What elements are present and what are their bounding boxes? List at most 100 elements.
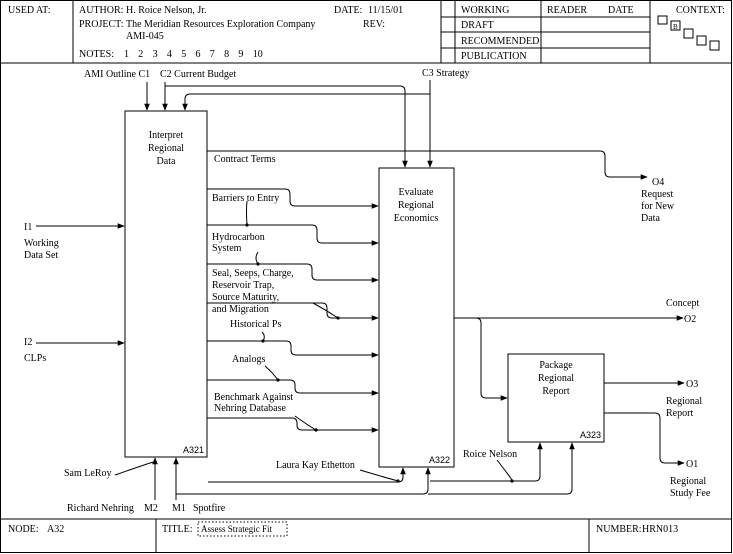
note-number: 3 [153, 49, 158, 60]
mechanism-m2-name: Richard Nehring [67, 503, 134, 514]
mechanism-sam-leroy[interactable]: Sam LeRoy [64, 461, 156, 479]
output-o1-code: O1 [686, 459, 698, 470]
note-number: 9 [238, 49, 243, 60]
box-package-line-1: Package [539, 360, 573, 371]
arrow-seal-seeps[interactable]: Seal, Seeps, Charge, Reservoir Trap, Sou… [207, 263, 379, 315]
arrow-benchmark-line-2: Nehring Database [214, 403, 286, 414]
title-value: Assess Strategic Fit [201, 524, 272, 534]
input-i2[interactable]: I2 CLPs [24, 337, 125, 364]
box-interpret-line-2: Regional [148, 143, 184, 154]
output-o1[interactable]: O1 Regional Study Fee [604, 412, 711, 499]
number-label: NUMBER: [596, 524, 642, 535]
status-working: WORKING [461, 5, 509, 16]
header: USED AT: AUTHOR: H. Roice Nelson, Jr. DA… [0, 0, 732, 64]
output-o3-line-2: Report [666, 408, 693, 419]
rev-label: REV: [363, 19, 385, 30]
box-package-line-2: Regional [538, 373, 574, 384]
output-o3-line-1: Regional [666, 396, 702, 407]
note-number: 5 [181, 49, 186, 60]
input-i1-code: I1 [24, 222, 32, 233]
note-number: 4 [167, 49, 172, 60]
used-at-label: USED AT: [8, 5, 51, 16]
output-o4-code: O4 [652, 177, 664, 188]
arrow-contract-label: Contract Terms [214, 154, 276, 165]
output-o4[interactable]: O4 Request for New Data [641, 177, 675, 224]
control-c1-label: AMI Outline C1 [84, 69, 150, 80]
note-number: 10 [253, 49, 263, 60]
date-value: 11/15/01 [368, 5, 403, 16]
arrow-historical-ps[interactable]: Historical Ps [207, 302, 379, 330]
output-o1-line-1: Regional [670, 476, 706, 487]
notes-label: NOTES: [79, 49, 114, 60]
context-mark: B [673, 23, 678, 31]
arrow-contract-terms[interactable]: Contract Terms [207, 150, 648, 180]
control-c1[interactable]: AMI Outline C1 [84, 69, 150, 111]
mechanism-roice-label: Roice Nelson [463, 449, 517, 460]
arrow-barriers-label: Barriers to Entry [212, 193, 279, 204]
node-label: NODE: [8, 524, 39, 535]
status-publication: PUBLICATION [461, 51, 527, 62]
control-c2[interactable]: C2 Current Budget [160, 69, 408, 168]
reader-date-label: DATE [608, 5, 634, 16]
note-number: 6 [196, 49, 201, 60]
box-package[interactable]: Package Regional Report A323 [507, 353, 605, 443]
arrow-historical-label: Historical Ps [230, 319, 281, 330]
note-number: 8 [224, 49, 229, 60]
output-o2-code: O2 [684, 314, 696, 325]
output-o3[interactable]: O3 Regional Report [604, 379, 702, 419]
author-name: H. Roice Nelson, Jr. [126, 5, 207, 16]
box-interpret-id: A321 [183, 445, 204, 455]
output-o2[interactable]: Concept O2 [454, 298, 700, 401]
title-label: TITLE: [162, 524, 193, 535]
output-o4-line-1: Request [641, 189, 673, 200]
project-name: The Meridian Resources Exploration Compa… [126, 19, 315, 30]
mechanism-m2-code: M2 [144, 503, 158, 514]
input-i1[interactable]: I1 Working Data Set [24, 222, 125, 261]
number-value: HRN013 [642, 524, 678, 535]
output-o1-line-2: Study Fee [670, 488, 711, 499]
mechanism-laura-ethetton[interactable]: Laura Kay Ethetton [208, 460, 406, 483]
arrow-barriers-to-entry[interactable]: Barriers to Entry [207, 188, 379, 227]
box-evaluate-id: A322 [429, 455, 450, 465]
box-evaluate[interactable]: Evaluate Regional Economics A322 [378, 167, 455, 468]
project-label: PROJECT: [79, 19, 124, 30]
box-package-id: A323 [580, 430, 601, 440]
input-i1-line-1: Working [24, 238, 59, 249]
input-i2-code: I2 [24, 337, 32, 348]
box-interpret-line-1: Interpret [149, 130, 184, 141]
arrow-benchmark-2[interactable] [207, 415, 379, 433]
input-i1-line-2: Data Set [24, 250, 58, 261]
node-value: A32 [47, 524, 64, 535]
arrow-analogs-label: Analogs [232, 354, 265, 365]
arrow-hydro-line-1: Hydrocarbon [212, 232, 265, 243]
control-c3[interactable]: C3 Strategy [182, 68, 470, 168]
reader-label: READER [547, 5, 587, 16]
note-number: 7 [210, 49, 215, 60]
box-evaluate-line-3: Economics [394, 213, 439, 224]
arrow-seal-line-3: Source Maturity, [212, 292, 279, 303]
control-c3-label: C3 Strategy [422, 68, 470, 79]
output-o4-line-3: Data [641, 213, 660, 224]
project-code: AMI-045 [126, 31, 164, 42]
context-label: CONTEXT: [676, 5, 725, 16]
box-evaluate-line-2: Regional [398, 200, 434, 211]
status-draft: DRAFT [461, 20, 494, 31]
box-interpret[interactable]: Interpret Regional Data A321 [124, 110, 208, 458]
arrow-benchmark[interactable]: Benchmark Against Nehring Database [207, 365, 379, 414]
mechanism-m2[interactable]: Richard Nehring M2 [67, 457, 158, 514]
mechanism-roice-nelson[interactable]: Roice Nelson [430, 442, 543, 483]
note-number: 1 [124, 49, 129, 60]
mechanism-sam-label: Sam LeRoy [64, 468, 112, 479]
arrow-hydrocarbon-system[interactable]: Hydrocarbon System [207, 224, 379, 266]
box-evaluate-line-1: Evaluate [399, 187, 435, 198]
mechanism-laura-label: Laura Kay Ethetton [276, 460, 355, 471]
mechanism-m1-code: M1 [172, 503, 186, 514]
arrow-analogs[interactable]: Analogs [207, 331, 379, 365]
output-o2-label: Concept [666, 298, 700, 309]
context-node-icon: B [657, 15, 720, 51]
mechanism-m1[interactable]: M1 Spotfire [172, 442, 575, 514]
status-recommended: RECOMMENDED [461, 36, 539, 47]
